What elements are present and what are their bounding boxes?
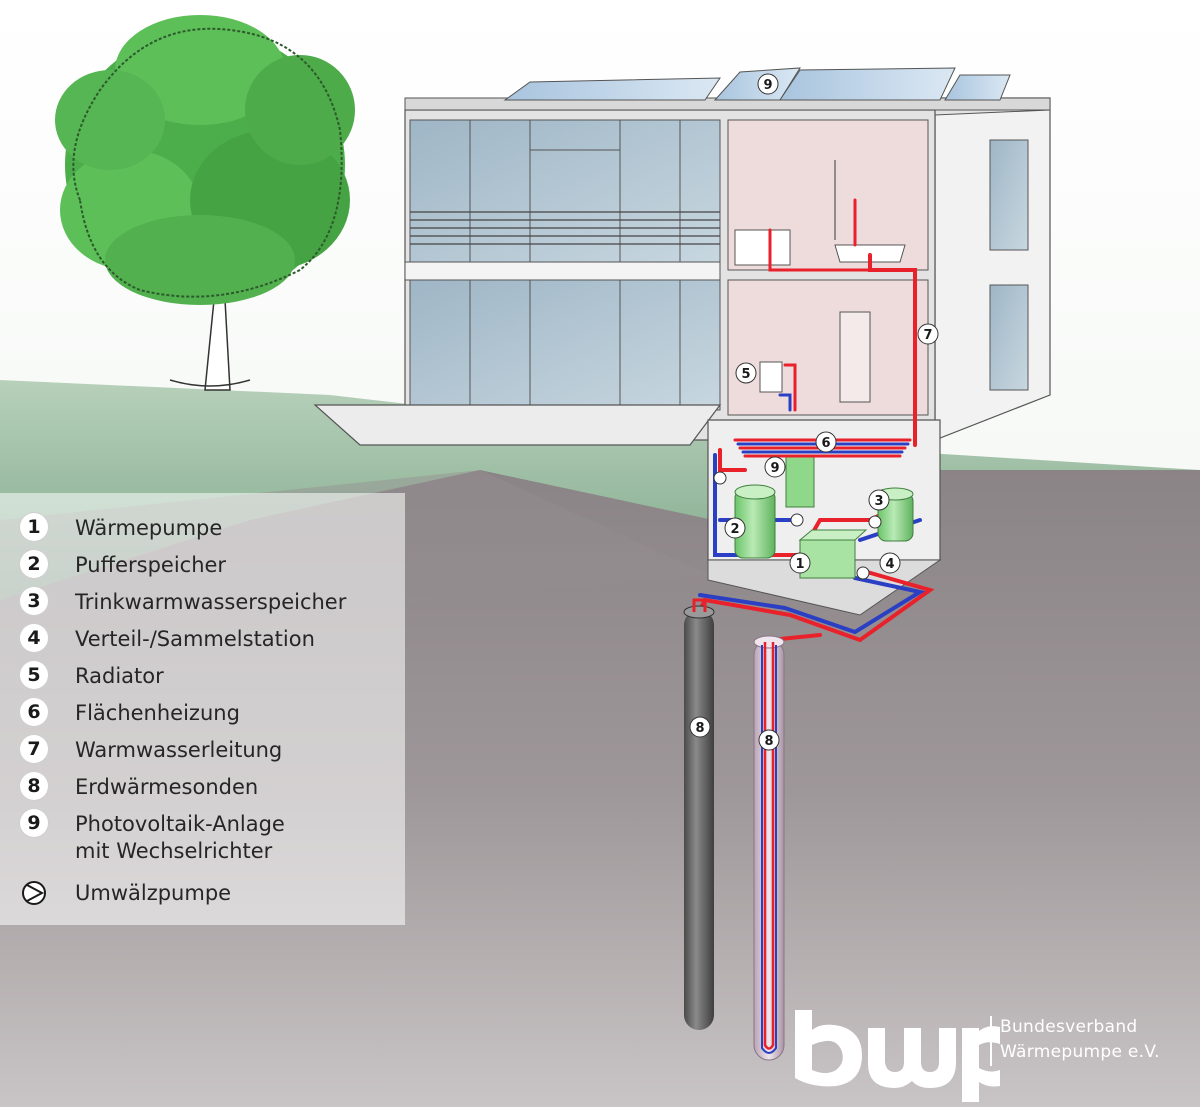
legend-item-4: 4 Verteil-/Sammelstation — [20, 624, 315, 654]
callouts: 9 7 5 6 9 3 2 1 4 8 8 — [689, 73, 939, 751]
legend-label-6: Flächenheizung — [75, 701, 240, 725]
svg-text:6: 6 — [821, 436, 830, 451]
legend-number-8: 8 — [20, 772, 48, 800]
legend-number-2: 2 — [20, 550, 48, 578]
legend-label-9: Photovoltaik-Anlage — [75, 812, 285, 836]
svg-text:7: 7 — [923, 328, 932, 343]
legend-label-1: Wärmepumpe — [75, 516, 223, 540]
callout-9-pv: 9 — [757, 73, 779, 95]
legend-number-9: 9 — [20, 809, 48, 837]
svg-text:9: 9 — [770, 461, 779, 476]
legend-number-5: 5 — [20, 661, 48, 689]
legend-number-1: 1 — [20, 513, 48, 541]
bwp-logo — [795, 1010, 1000, 1102]
circulation-pump-icon — [22, 881, 46, 905]
legend-number-3: 3 — [20, 587, 48, 615]
callout-1: 1 — [789, 552, 811, 574]
legend-label-7: Warmwasserleitung — [75, 738, 283, 762]
photovoltaic-panels — [503, 67, 1011, 101]
callout-9-inverter: 9 — [764, 456, 786, 478]
circulation-pumps — [713, 471, 882, 580]
svg-text:8: 8 — [764, 734, 773, 749]
legend-panel: 1 Wärmepumpe 2 Pufferspeicher 3 Trinkwar… — [0, 493, 405, 925]
legend-item-2: 2 Pufferspeicher — [20, 550, 226, 580]
legend-label-3: Trinkwarmwasserspeicher — [75, 590, 347, 614]
callout-4: 4 — [879, 552, 901, 574]
brand-name-line2: Wärmepumpe e.V. — [1000, 1042, 1160, 1062]
callout-6: 6 — [815, 431, 837, 453]
brand-name-line1: Bundesverband — [1000, 1017, 1138, 1037]
legend-label-5: Radiator — [75, 664, 164, 688]
svg-text:2: 2 — [730, 522, 739, 537]
svg-text:4: 4 — [885, 557, 894, 572]
legend-item-5: 5 Radiator — [20, 661, 164, 691]
callout-8-left: 8 — [689, 716, 711, 738]
tree — [55, 15, 355, 391]
legend-label-2: Pufferspeicher — [75, 553, 227, 577]
legend-item-8: 8 Erdwärmesonden — [20, 772, 258, 802]
callout-8-right: 8 — [758, 729, 780, 751]
legend-number-4: 4 — [20, 624, 48, 652]
callout-3: 3 — [868, 489, 890, 511]
callout-7: 7 — [917, 323, 939, 345]
legend-item-7: 7 Warmwasserleitung — [20, 735, 282, 765]
legend-item-6: 6 Flächenheizung — [20, 698, 240, 728]
callout-5: 5 — [735, 362, 757, 384]
storage-tanks — [734, 484, 914, 579]
svg-text:1: 1 — [795, 557, 804, 572]
house — [313, 97, 1051, 446]
legend-number-7: 7 — [20, 735, 48, 763]
legend-label-pump: Umwälzpumpe — [75, 881, 232, 905]
brand-divider — [990, 1016, 992, 1066]
legend-label-8: Erdwärmesonden — [75, 775, 259, 799]
legend-item-pump: Umwälzpumpe — [20, 878, 231, 908]
legend-item-3: 3 Trinkwarmwasserspeicher — [20, 587, 346, 617]
svg-text:5: 5 — [741, 367, 750, 382]
legend-label-9-line2: mit Wechselrichter — [75, 839, 273, 863]
legend-item-1: 1 Wärmepumpe — [20, 513, 222, 543]
legend-number-6: 6 — [20, 698, 48, 726]
legend-item-9: 9 Photovoltaik-Anlage mit Wechselrichter — [20, 809, 285, 871]
svg-text:3: 3 — [874, 494, 883, 509]
svg-text:9: 9 — [763, 78, 772, 93]
svg-text:8: 8 — [695, 721, 704, 736]
legend-label-4: Verteil-/Sammelstation — [75, 627, 315, 651]
callout-2: 2 — [724, 517, 746, 539]
